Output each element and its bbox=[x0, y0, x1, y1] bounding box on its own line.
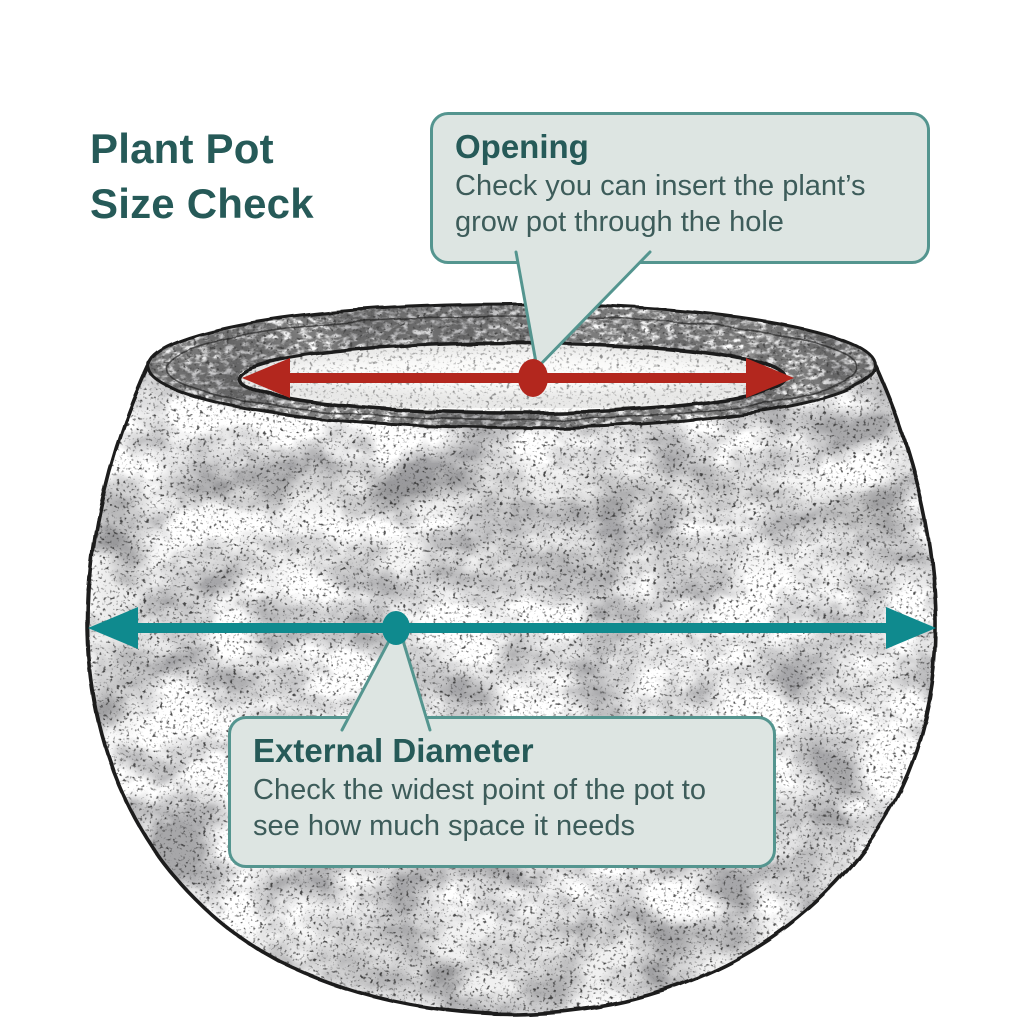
external-diameter-callout: External Diameter Check the widest point… bbox=[228, 716, 776, 868]
pot-rim bbox=[148, 304, 876, 428]
pot-outline bbox=[86, 302, 938, 1016]
pot-opening-hole bbox=[238, 343, 786, 413]
opening-callout-title: Opening bbox=[455, 128, 589, 165]
opening-callout: Opening Check you can insert the plant’s… bbox=[430, 112, 930, 264]
external-diameter-callout-title: External Diameter bbox=[253, 732, 534, 769]
external-callout-tail bbox=[340, 622, 432, 732]
page-title: Plant Pot Size Check bbox=[90, 122, 314, 231]
opening-midpoint-dot bbox=[518, 359, 548, 397]
page-title-line1: Plant Pot bbox=[90, 125, 274, 172]
external-diameter-arrow bbox=[88, 607, 936, 649]
external-diameter-callout-body: Check the widest point of the pot to see… bbox=[253, 773, 706, 842]
pot-body bbox=[88, 304, 937, 1014]
external-midpoint-dot bbox=[382, 611, 410, 645]
arrowhead-left-icon bbox=[88, 607, 138, 649]
arrowhead-right-icon bbox=[746, 358, 794, 398]
arrowhead-left-icon bbox=[242, 358, 290, 398]
opening-callout-tail bbox=[514, 250, 652, 370]
page-title-line2: Size Check bbox=[90, 179, 314, 227]
opening-diameter-arrow bbox=[242, 358, 794, 398]
arrowhead-right-icon bbox=[886, 607, 936, 649]
opening-callout-body: Check you can insert the plant’s grow po… bbox=[455, 169, 866, 238]
